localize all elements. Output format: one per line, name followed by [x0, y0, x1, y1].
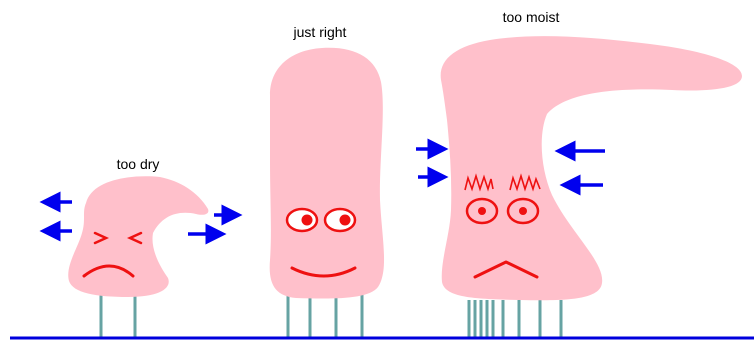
body-too-dry	[68, 176, 208, 297]
label-just-right: just right	[293, 24, 347, 40]
label-too-dry: too dry	[117, 156, 160, 172]
creature-just-right: just right	[270, 24, 384, 299]
creature-too-moist: too moist	[416, 9, 742, 300]
creature-too-dry: too dry	[50, 156, 232, 297]
eye-icon	[287, 209, 317, 231]
label-too-moist: too moist	[503, 9, 560, 25]
eye-icon	[325, 209, 355, 231]
body-too-moist	[441, 36, 742, 300]
body-just-right	[270, 48, 384, 299]
